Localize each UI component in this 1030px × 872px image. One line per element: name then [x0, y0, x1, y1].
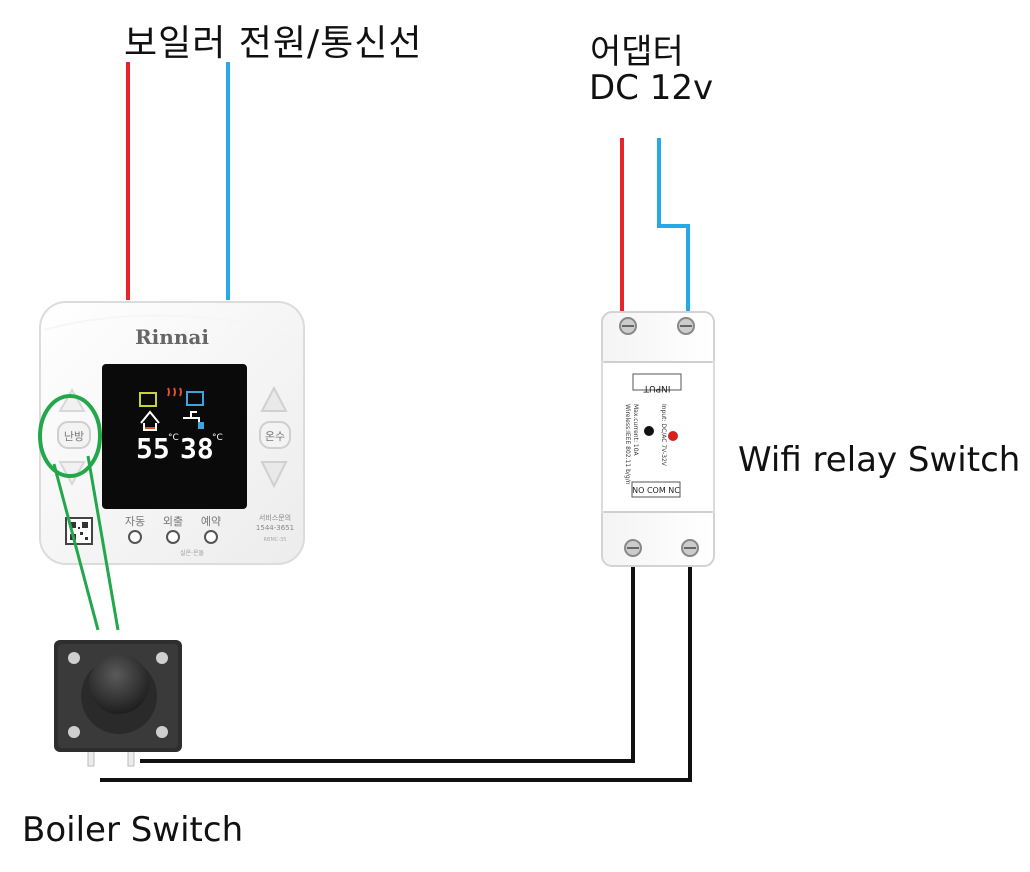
water-up-arrow-icon[interactable] — [260, 385, 288, 412]
relay-output-label: NO COM NC — [632, 486, 680, 495]
water-temperature: 38 — [180, 432, 214, 465]
svg-text:°C: °C — [212, 433, 223, 443]
adapter-voltage-label: DC 12v — [589, 68, 714, 108]
highlight-pointer-2 — [86, 455, 120, 631]
svg-text:°C: °C — [168, 433, 179, 443]
tactile-switch-button[interactable] — [89, 654, 149, 714]
relay-status-led-black — [644, 426, 654, 436]
tactile-switch — [54, 640, 182, 767]
highlight-pointer-1 — [52, 463, 100, 631]
water-button-label: 온수 — [265, 430, 285, 443]
house-icon — [140, 410, 160, 431]
heat-button[interactable] — [57, 421, 91, 449]
relay-status-led-red — [668, 431, 678, 441]
thermostat-screen — [102, 364, 247, 509]
water-down-arrow-icon[interactable] — [260, 461, 288, 489]
model-label: RBMC-35 — [264, 537, 287, 543]
auto-button[interactable] — [128, 530, 142, 544]
auto-button-label: 자동 — [125, 515, 145, 528]
wifi-relay: INPUT Input: DC/AC 7V-32V Max.current: 1… — [601, 311, 715, 567]
out-button[interactable] — [166, 530, 180, 544]
boiler-switch-label: Boiler Switch — [22, 810, 244, 850]
relay-output-wire-1 — [140, 548, 635, 763]
service-number: 1544-3651 — [256, 524, 294, 532]
room-temperature: 55 — [136, 432, 170, 465]
bottom-note: 실온·온돌 — [180, 549, 204, 557]
reserve-button-label: 예약 — [201, 514, 221, 528]
adapter-wire-blue — [657, 138, 690, 318]
thermostat: Rinnai 55 °C 38 °C 난방 온수 자동 외 — [39, 301, 305, 565]
water-button[interactable] — [259, 421, 291, 449]
relay-input-label: INPUT — [643, 383, 670, 393]
service-label: 서비스문의 — [259, 513, 291, 522]
heat-button-label: 난방 — [64, 430, 84, 443]
heat-button-highlight — [38, 394, 102, 478]
adapter-label: 어댑터 — [590, 32, 684, 72]
relay-spec-line1: Input: DC/AC 7V-32V — [660, 404, 667, 467]
relay-output-wire-2 — [100, 548, 692, 782]
relay-label: Wifi relay Switch — [738, 440, 1021, 480]
thermostat-brand: Rinnai — [135, 325, 209, 349]
out-button-label: 외출 — [163, 515, 183, 528]
reserve-button[interactable] — [204, 530, 218, 544]
boiler-power-label: 보일러 전원/통신선 — [124, 23, 423, 64]
relay-spec-line3: Wireless:IEEE 802.11 b/g/n — [624, 404, 631, 485]
relay-spec-line2: Max.current: 10A — [632, 404, 639, 457]
heat-up-arrow-icon[interactable] — [58, 387, 86, 412]
